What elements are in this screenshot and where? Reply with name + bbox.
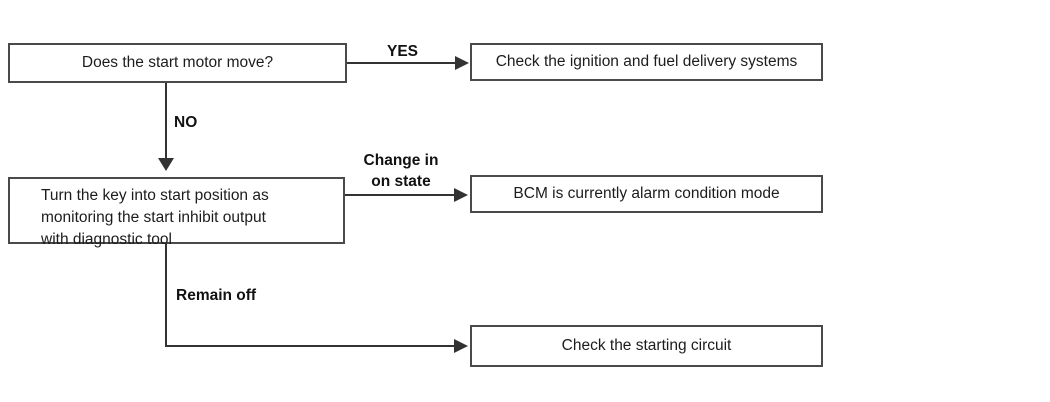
edge-yes-label: YES — [386, 43, 418, 60]
edge-no-line — [165, 83, 167, 158]
edge-remain-off-vertical-line — [165, 244, 167, 347]
node-turn-key-line3: with diagnostic tool — [41, 231, 172, 248]
edge-no-label: NO — [174, 114, 198, 131]
edge-yes-line — [347, 62, 455, 64]
node-bcm-alarm-mode-text: BCM is currently alarm condition mode — [513, 185, 780, 202]
node-check-starting-circuit: Check the starting circuit — [470, 325, 823, 367]
node-check-starting-circuit-text: Check the starting circuit — [561, 337, 732, 354]
edge-change-in-on-state-label: Change in on state — [347, 150, 455, 192]
node-turn-key-line2: monitoring the start inhibit output — [41, 209, 266, 226]
node-start-motor-text: Does the start motor move? — [81, 54, 274, 71]
arrowhead-right-icon — [454, 188, 468, 202]
arrowhead-down-icon — [158, 158, 174, 171]
edge-remain-off-label: Remain off — [176, 287, 257, 304]
edge-remain-off-horizontal-line — [165, 345, 454, 347]
node-start-motor-question: Does the start motor move? — [8, 43, 347, 83]
node-turn-key-line1: Turn the key into start position as — [41, 187, 269, 204]
node-check-ignition-fuel: Check the ignition and fuel delivery sys… — [470, 43, 823, 81]
arrowhead-right-icon — [455, 56, 469, 70]
edge-change-label-line2: on state — [371, 173, 431, 190]
edge-change-label-line1: Change in — [363, 152, 439, 169]
node-bcm-alarm-mode: BCM is currently alarm condition mode — [470, 175, 823, 213]
arrowhead-right-icon — [454, 339, 468, 353]
edge-change-in-on-state-line — [345, 194, 454, 196]
node-check-ignition-fuel-text: Check the ignition and fuel delivery sys… — [495, 53, 798, 70]
node-turn-key-instruction: Turn the key into start position as moni… — [8, 177, 345, 248]
